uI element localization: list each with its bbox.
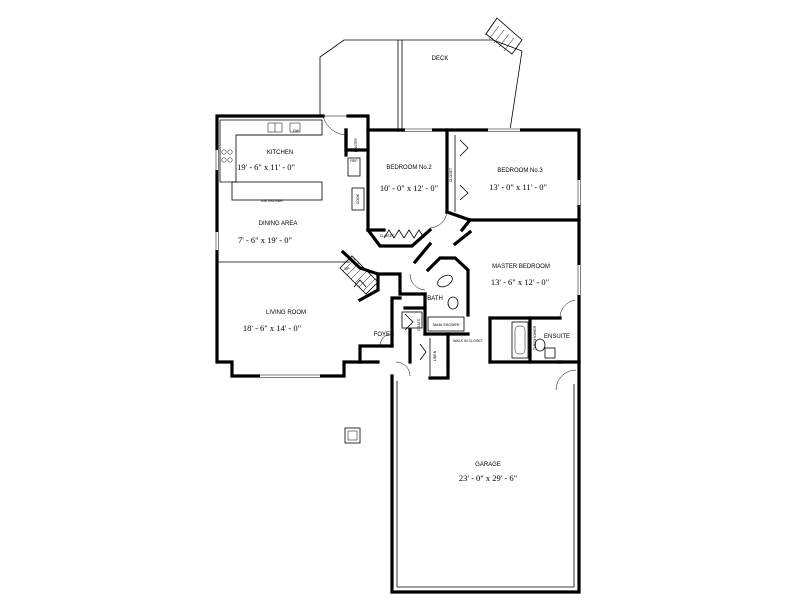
post-icon <box>344 427 361 444</box>
coats-label: COATS <box>417 318 421 331</box>
front-door <box>395 361 411 377</box>
cook-label: COOK <box>356 193 360 204</box>
bath-label: BATH <box>427 296 443 302</box>
master-label: MASTER BEDROOM <box>492 264 550 270</box>
pantry-label: PANTRY <box>354 137 358 152</box>
tub-label: TUB/SHOWER <box>533 325 537 350</box>
deck-label: DECK <box>432 56 449 62</box>
shower-label: 38x36 SHOWER <box>433 323 460 327</box>
bath-door <box>409 273 426 291</box>
fridge-label: REF <box>350 159 358 163</box>
living-label: LIVING ROOM <box>266 310 306 316</box>
tub-icon <box>511 321 529 359</box>
closet-b3-label: CLOSET <box>449 167 453 182</box>
ensuite-door <box>559 299 576 319</box>
bedroom3-door <box>461 219 471 233</box>
ensuite-fixtures: TUB/SHOWER <box>511 299 576 359</box>
master-size: 13' - 6" x 12' - 0" <box>491 277 549 287</box>
bedroom2-door <box>429 211 448 229</box>
living-size: 18' - 6" x 14' - 0" <box>243 323 301 333</box>
kitchen-door <box>322 115 349 136</box>
eating-bar <box>231 181 323 201</box>
bath-fixtures: 38x36 SHOWER <box>409 273 465 332</box>
hall-closets: COATS LINEN WALK IN CLOSET <box>379 311 484 377</box>
walk-in-label: WALK IN CLOSET <box>453 339 484 343</box>
deck <box>319 17 523 132</box>
kitchen-label: KITCHEN <box>267 150 293 156</box>
garage <box>344 360 581 594</box>
foyer-label: FOYER <box>374 332 395 338</box>
kitchen-size: 19' - 6" x 11' - 0" <box>237 162 295 172</box>
bedroom-closets: CLOSET CLOSET <box>380 135 471 239</box>
fridge-icon <box>347 157 361 177</box>
windows <box>215 128 581 378</box>
dishwasher-label: DW <box>293 129 300 133</box>
closet-b2-label: CLOSET <box>380 234 395 238</box>
dining-size: 7' - 6" x 19' - 0" <box>238 235 292 245</box>
garage-label: GARAGE <box>475 462 501 468</box>
eating-bar-label: EATING BAR <box>261 199 283 203</box>
cooktop-icon <box>221 149 233 163</box>
kitchen-fixtures: EATING BAR DW REF PANTRY COOK <box>219 115 365 211</box>
bedroom2-label: BEDROOM No.2 <box>386 165 432 171</box>
garage-size: 23' - 0" x 29' - 6" <box>459 473 517 483</box>
stair-label: UP <box>345 267 351 271</box>
shower-icon <box>427 316 465 332</box>
garage-door <box>555 369 577 391</box>
interior-walls <box>340 128 581 364</box>
bedroom3-size: 13' - 0" x 11' - 0" <box>489 182 547 192</box>
bedroom3-label: BEDROOM No.3 <box>497 168 543 174</box>
ensuite-label: ENSUITE <box>544 334 570 340</box>
stairs: UP <box>339 255 379 295</box>
ensuite-toilet-icon <box>534 338 546 352</box>
linen-label: LINEN <box>433 350 437 361</box>
toilet-icon <box>447 296 459 310</box>
bath-sink-icon <box>437 274 453 288</box>
foyer-closet-door <box>379 333 393 347</box>
deck-stairs <box>484 17 523 55</box>
dining-label: DINING AREA <box>259 221 298 227</box>
bedroom2-size: 10' - 0" x 12' - 0" <box>380 183 438 193</box>
